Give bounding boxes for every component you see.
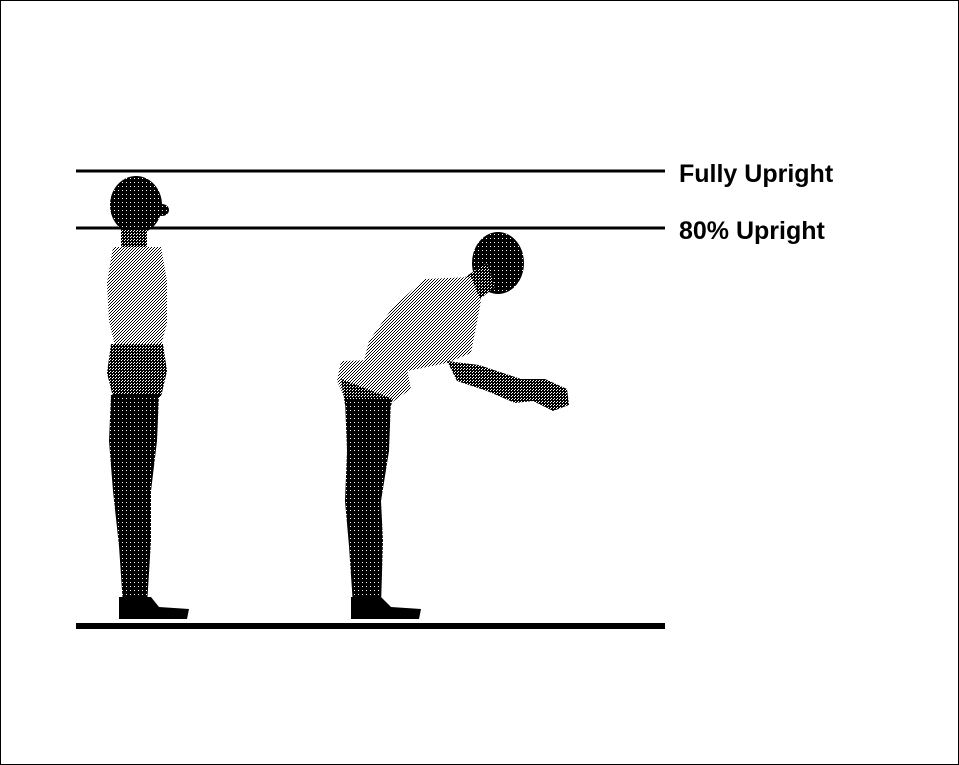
standing-torso: [107, 247, 167, 346]
bending-arm: [447, 361, 569, 411]
standing-foot: [119, 597, 189, 619]
standing-head: [110, 176, 162, 234]
bending-legs: [345, 399, 391, 605]
bending-figure: [337, 232, 569, 619]
standing-figure: [107, 176, 189, 619]
bending-foot: [351, 597, 421, 619]
standing-legs: [109, 395, 159, 605]
fully-upright-label: Fully Upright: [679, 162, 833, 187]
bending-torso: [363, 277, 481, 373]
eighty-percent-upright-label: 80% Upright: [679, 219, 825, 244]
